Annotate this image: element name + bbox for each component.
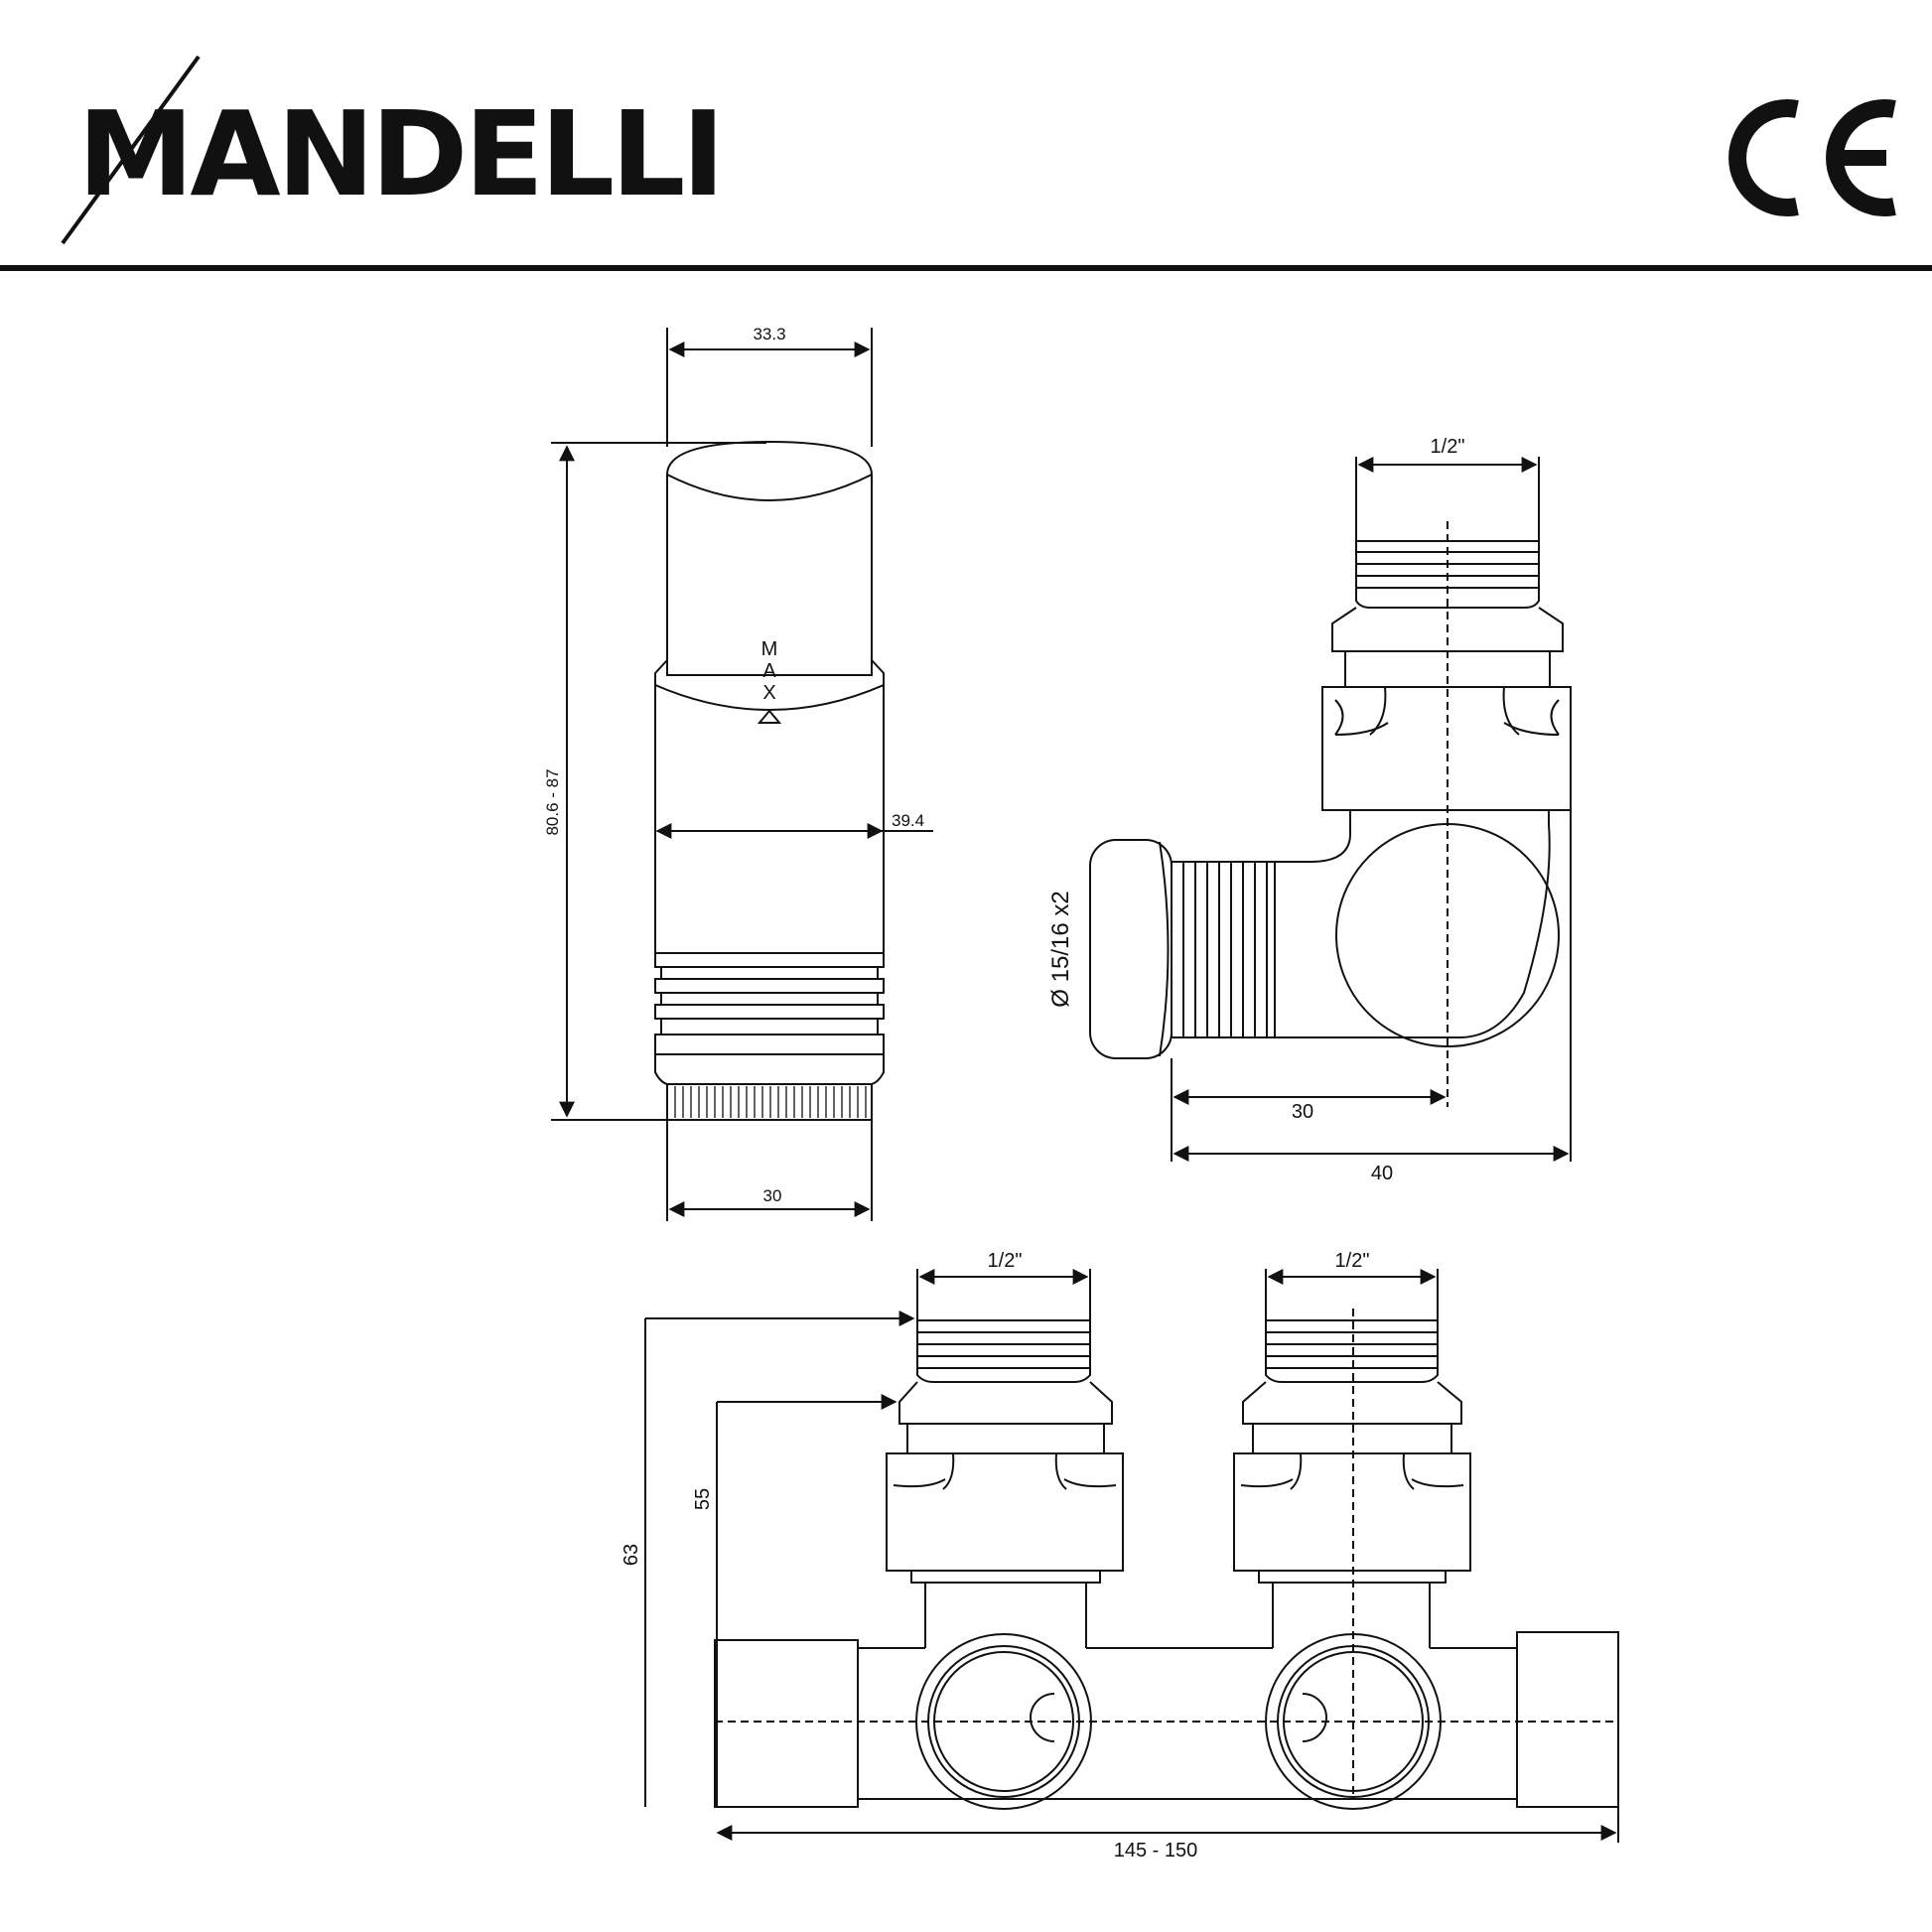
max-pointer-icon (757, 709, 782, 724)
end-cap-right (1516, 1631, 1619, 1808)
dim-thread-right: 1/2" (1335, 1250, 1370, 1272)
knob (666, 440, 873, 676)
dim-height-inner: 55 (692, 1488, 714, 1510)
dim-thread-left: 1/2" (988, 1250, 1023, 1272)
header-rule (0, 265, 1932, 271)
ce-mark-icon (1728, 99, 1896, 216)
connector-cap (1089, 839, 1173, 1059)
dim-height: 80.6 - 87 (543, 768, 562, 835)
header: MANDELLI (0, 0, 1932, 271)
knob-marking-m: M (761, 638, 778, 660)
knurling (674, 1086, 867, 1118)
logo-text: MANDELLI (77, 85, 725, 222)
dim-overall: 40 (1371, 1163, 1393, 1184)
front-view (644, 1269, 1619, 1843)
angle-view (1089, 457, 1572, 1162)
dim-connection: Ø 15/16 x2 (1047, 891, 1074, 1007)
knob-marking-a: A (762, 660, 776, 682)
side-view (551, 328, 933, 1221)
knob-marking-x: X (762, 682, 775, 704)
dim-center: 30 (1292, 1101, 1313, 1123)
dim-width: 145 - 150 (1114, 1840, 1198, 1862)
dim-bottom-width: 30 (763, 1186, 782, 1205)
dim-height-outer: 63 (621, 1544, 642, 1566)
dim-body-width: 39.4 (892, 811, 924, 830)
mandelli-logo (61, 55, 201, 245)
dim-thread: 1/2" (1431, 436, 1465, 458)
dim-top-width: 33.3 (753, 325, 785, 344)
end-cap-left (714, 1639, 859, 1808)
